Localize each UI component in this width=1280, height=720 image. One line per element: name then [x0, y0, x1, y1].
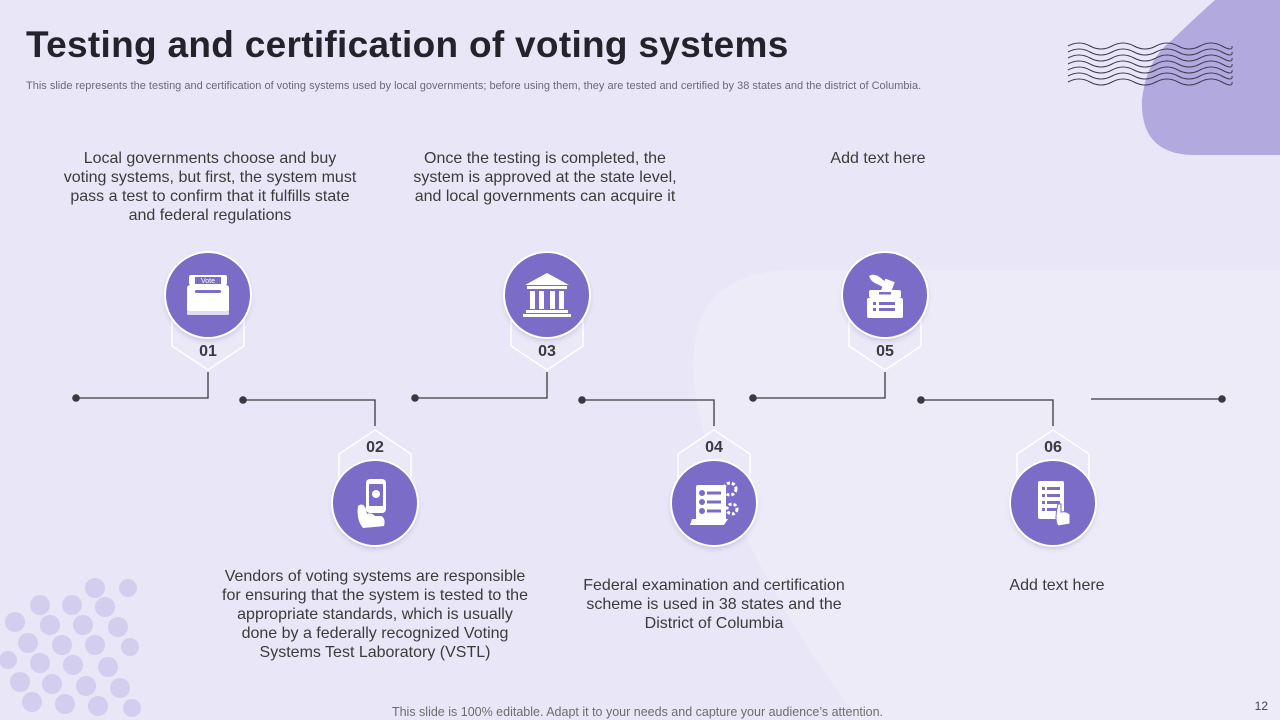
step-03-number: 03 [538, 343, 556, 360]
step-02-icon-circle [333, 461, 417, 545]
step-02-number: 02 [366, 439, 384, 456]
step-01-icon-circle: Vote [166, 253, 250, 337]
step-05-number: 05 [876, 343, 894, 360]
step-01-text: Local governments choose and buy voting … [63, 150, 357, 224]
step-06-number: 06 [1044, 439, 1062, 456]
step-04-text: Federal examination and certification sc… [583, 577, 845, 632]
slide-title: Testing and certification of voting syst… [26, 24, 789, 65]
certificate-checklist-icon [690, 481, 739, 525]
government-building-icon [523, 273, 571, 317]
step-05-icon-circle [843, 253, 927, 337]
vote-casting-icon [867, 274, 903, 318]
step-01-number: 01 [199, 343, 217, 360]
ballot-box-icon: Vote [187, 275, 229, 315]
step-04-icon-circle [672, 461, 756, 545]
step-03-text: Once the testing is completed, the syste… [413, 150, 677, 205]
slide-subtitle: This slide represents the testing and ce… [26, 80, 922, 92]
checklist-hand-icon [1038, 481, 1071, 527]
step-06-text: Add text here [1009, 577, 1105, 594]
slide-footer: This slide is 100% editable. Adapt it to… [391, 705, 884, 719]
step-06-icon-circle [1011, 461, 1095, 545]
step-04-number: 04 [705, 439, 723, 456]
step-05-text: Add text here [830, 150, 926, 167]
page-number: 12 [1254, 699, 1268, 713]
ballot-label: Vote [201, 278, 215, 285]
step-03-icon-circle [505, 253, 589, 337]
mobile-vote-hand-icon [357, 479, 386, 528]
wave-lines-decoration [1067, 42, 1233, 86]
step-02-text: Vendors of voting systems are responsibl… [222, 568, 528, 661]
